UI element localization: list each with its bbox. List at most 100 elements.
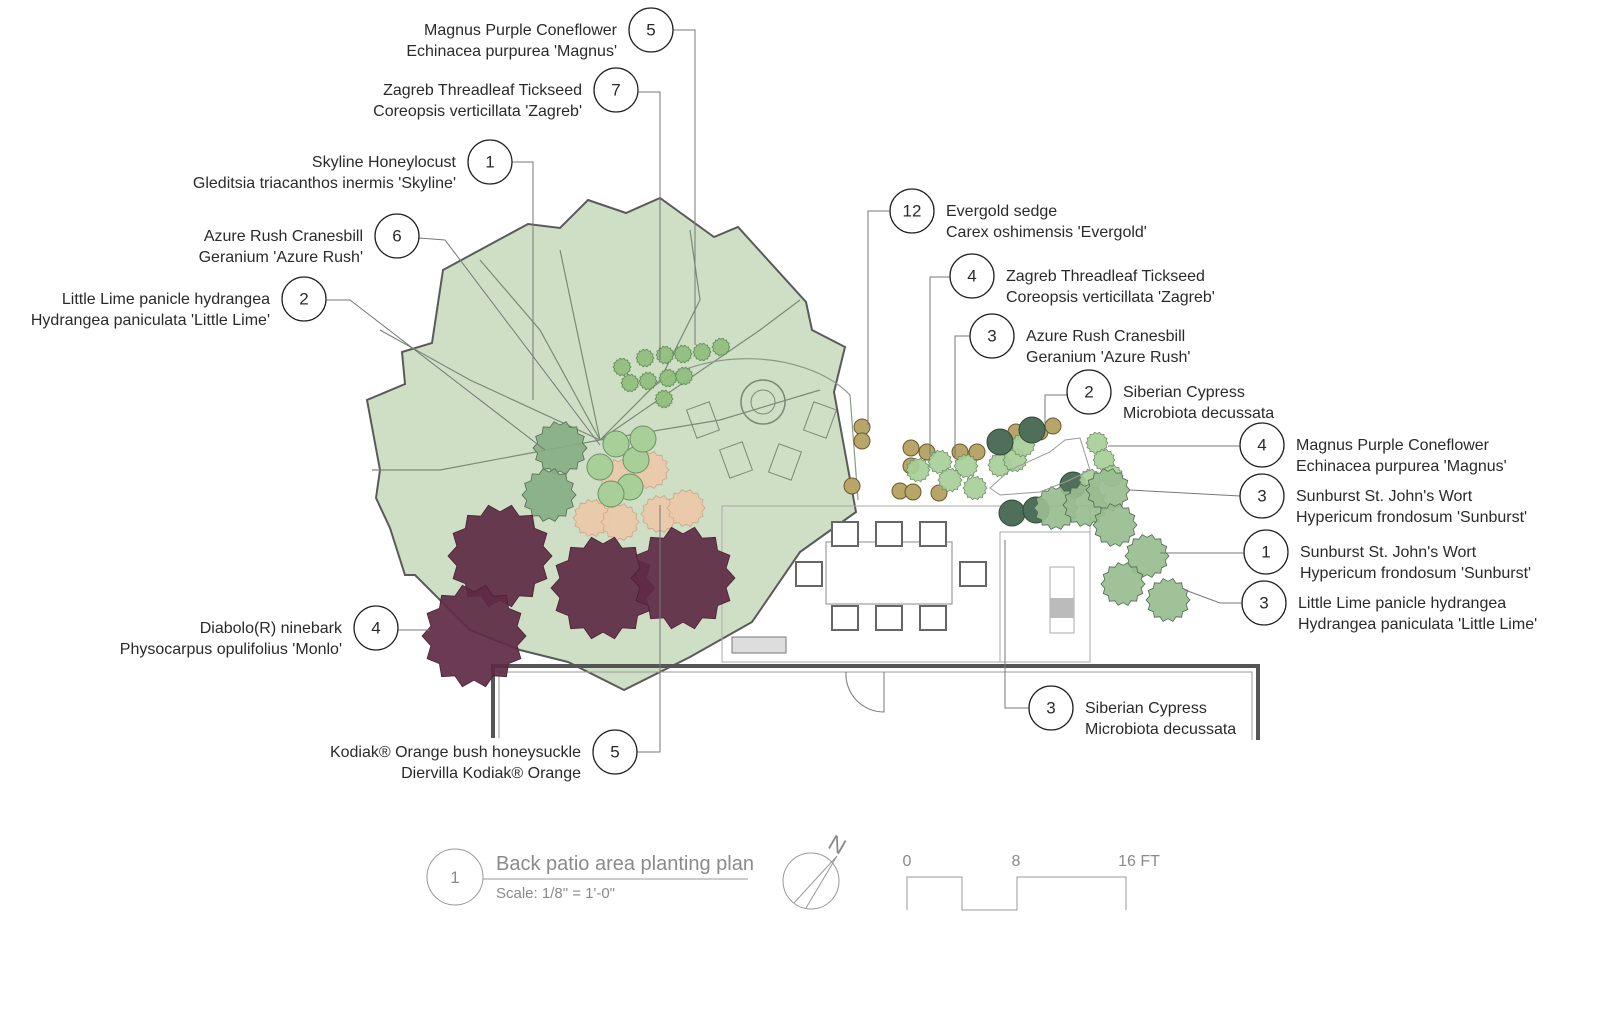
callout-count-circle [889, 188, 935, 234]
dining-chair [959, 561, 987, 587]
plant-common-name: Zagreb Threadleaf Tickseed [383, 82, 582, 99]
sunburst-hypericum [1092, 503, 1138, 547]
tickseed-plant [620, 373, 640, 393]
scale-bar: 0 8 16 FT [903, 853, 1160, 911]
evergold-sedge [1044, 417, 1062, 435]
plant-count: 3 [1046, 699, 1055, 718]
plant-count: 4 [967, 267, 976, 286]
plant-common-name: Kodiak® Orange bush honeysuckle [330, 744, 581, 761]
siberian-cypress [998, 499, 1026, 527]
title-number: 1 [450, 868, 459, 887]
plant-common-name: Sunburst St. John's Wort [1300, 544, 1477, 561]
little-lime-hydrangea [532, 421, 588, 475]
plant-count: 3 [1257, 487, 1266, 506]
canopy-branch [559, 249, 601, 441]
callout-count-circle [1066, 369, 1112, 415]
leader-line [954, 335, 970, 458]
honeysuckle-shrub [572, 498, 612, 538]
plant-botanical-name: Diervilla Kodiak® Orange [401, 765, 581, 782]
leader-line [418, 237, 601, 446]
callout-count-circle [593, 67, 639, 113]
leader-line [1184, 589, 1242, 604]
callout-count-circle [353, 605, 399, 651]
tickseed-plant [635, 348, 655, 368]
plant-common-name: Siberian Cypress [1123, 384, 1245, 401]
tickseed-plant [658, 368, 678, 388]
plant-botanical-name: Microbiota decussata [1085, 721, 1236, 738]
plant-common-name: Siberian Cypress [1085, 700, 1207, 717]
plant-botanical-name: Geranium 'Azure Rush' [1026, 349, 1190, 366]
tickseed-plant [674, 366, 694, 386]
callout-count-circle [1239, 422, 1285, 468]
callout-count-circle [1028, 685, 1074, 731]
plant-botanical-name: Echinacea purpurea 'Magnus' [406, 43, 617, 60]
plant-botanical-name: Physocarpus opulifolius 'Monlo' [120, 641, 342, 658]
canopy-branch [599, 299, 801, 441]
tickseed-plant [711, 337, 731, 357]
callout-count-circle [281, 276, 327, 322]
leader-line [638, 91, 661, 360]
plant-common-name: Diabolo(R) ninebark [200, 620, 343, 637]
house-wall-inner [498, 671, 1253, 740]
plant-count: 5 [646, 21, 655, 40]
plant-botanical-name: Microbiota decussata [1123, 405, 1274, 422]
plant-common-name: Magnus Purple Coneflower [424, 22, 618, 39]
plant-count: 4 [1257, 436, 1266, 455]
callout-count-circle [969, 313, 1015, 359]
adirondack-chair [767, 443, 803, 481]
dining-chair [831, 521, 859, 547]
plan-title: Back patio area planting plan [496, 853, 754, 875]
plant-botanical-name: Hydrangea paniculata 'Little Lime' [31, 312, 270, 329]
tickseed-plant [692, 342, 712, 362]
plant-botanical-name: Geranium 'Azure Rush' [199, 249, 363, 266]
leader-line [326, 299, 546, 451]
leader-line [1129, 489, 1241, 497]
plant-count: 5 [610, 743, 619, 762]
adirondack-chair [802, 401, 838, 439]
sunburst-hypericum [1145, 578, 1191, 622]
scale-tick-8: 8 [1012, 853, 1021, 870]
evergold-sedge [902, 439, 920, 457]
tickseed-plant [673, 344, 693, 364]
plant-count: 2 [1084, 383, 1093, 402]
dining-chair [919, 521, 947, 547]
siberian-cypress [1018, 416, 1046, 444]
rock-garden [989, 437, 1091, 496]
siberian-cypress [986, 428, 1014, 456]
plant-count: 12 [903, 202, 922, 221]
azure-rush-cranesbill [597, 480, 625, 508]
dining-chair [875, 605, 903, 631]
honeysuckle-shrub [600, 502, 640, 542]
evergold-sedge [968, 443, 986, 461]
adirondack-chair [685, 401, 721, 439]
leader-line [637, 505, 661, 753]
plant-count: 6 [392, 227, 401, 246]
plant-botanical-name: Hypericum frondosum 'Sunburst' [1300, 565, 1531, 582]
title-block: 1 Back patio area planting plan Scale: 1… [426, 848, 754, 906]
leader-line [1004, 540, 1029, 709]
callout-count-circle [949, 253, 995, 299]
cranesbill-right [905, 457, 931, 483]
grill-area [999, 531, 1091, 663]
plant-count: 7 [611, 81, 620, 100]
plant-callout: 5 Kodiak® Orange bush honeysuckleDiervill… [330, 729, 638, 782]
sunburst-hypericum [1100, 562, 1146, 606]
plant-count: 4 [371, 619, 380, 638]
callout-count-circle [374, 213, 420, 259]
leader-line [929, 276, 950, 455]
diabolo-ninebark [421, 584, 527, 688]
plant-botanical-name: Coreopsis verticillata 'Zagreb' [373, 103, 582, 120]
plant-common-name: Azure Rush Cranesbill [1026, 328, 1185, 345]
plant-count: 1 [1261, 543, 1270, 562]
north-label: N [824, 830, 850, 860]
fire-pit-inner [750, 389, 776, 415]
